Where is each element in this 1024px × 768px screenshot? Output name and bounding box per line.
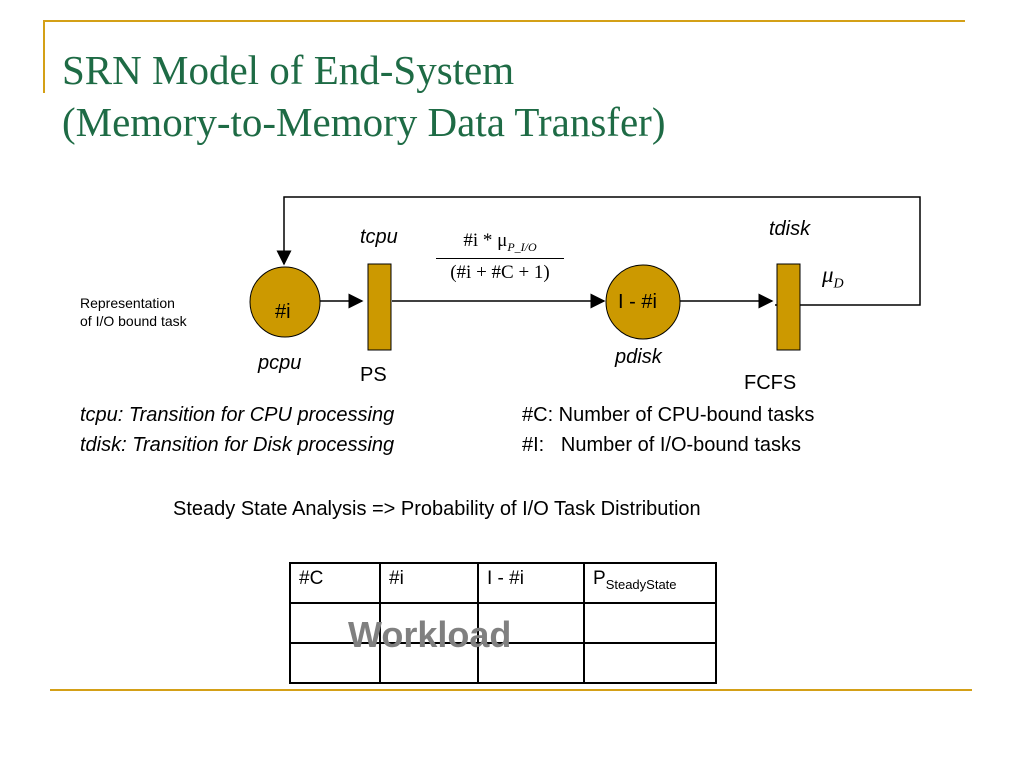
disk-rate-symbol: μ [822,262,834,287]
table-cell [289,602,381,644]
workload-watermark: Workload [348,614,512,655]
header-c: #C [289,562,381,604]
place-pcpu-desc-2: of I/O bound task [80,313,187,329]
place-pcpu-desc-1: Representation [80,295,175,311]
transition-tcpu [367,263,392,351]
table-cell [583,642,717,684]
transition-tcpu-name: tcpu [360,226,398,248]
transition-tdisk-name: tdisk [769,218,811,240]
table-cell [379,642,479,684]
transition-tdisk-policy: FCFS [744,372,797,394]
place-pcpu [249,266,321,338]
header-i: #i [379,562,479,604]
legend-i-def: #I: Number of I/O-bound tasks [522,434,802,456]
table-cell [583,602,717,644]
header-p-sub: SteadyState [605,576,677,592]
place-pcpu-name: pcpu [258,352,302,374]
rate-denominator: (#i + #C + 1) [450,261,550,283]
table-cell [477,602,585,644]
legend-tdisk: tdisk: Transition for Disk processing [80,434,395,456]
place-pcpu-label: #i [275,301,291,323]
table-header-row: #C #i I - #i PSteadyState [289,562,717,604]
title-line-2: (Memory-to-Memory Data Transfer) [62,99,666,145]
feedback-arc [276,196,921,306]
title-line-1: SRN Model of End-System [62,47,515,93]
rate-numerator-sub: P_I/O [507,239,537,254]
accent-bar-top [43,20,965,22]
accent-bar-vertical [43,20,45,93]
slide-title: SRN Model of End-System (Memory-to-Memor… [62,44,962,148]
disk-rate-sub: D [833,276,844,292]
place-pdisk-label: I - #i [618,291,657,313]
place-pdisk [605,264,681,340]
table-cell [289,642,381,684]
transition-tcpu-policy: PS [360,364,387,386]
header-p-main: P [593,568,606,589]
table-row [289,602,717,644]
workload-table: #C #i I - #i PSteadyState [289,562,717,684]
accent-bar-bottom [50,689,972,691]
fraction-bar [436,257,564,259]
table-cell [379,602,479,644]
header-i-minus: I - #i [477,562,585,604]
table-cell [477,642,585,684]
legend-c-def: #C: Number of CPU-bound tasks [522,404,815,426]
transition-tdisk [776,263,801,351]
rate-expression: #i * μP_I/O (#i + #C + 1) [430,230,570,284]
legend-tcpu: tcpu: Transition for CPU processing [80,404,395,426]
place-pdisk-name: pdisk [615,346,662,368]
analysis-text: Steady State Analysis => Probability of … [173,498,701,520]
rate-numerator: #i * μ [463,230,508,251]
header-p: PSteadyState [583,562,717,604]
disk-rate: μD [822,262,844,293]
table-row [289,642,717,684]
